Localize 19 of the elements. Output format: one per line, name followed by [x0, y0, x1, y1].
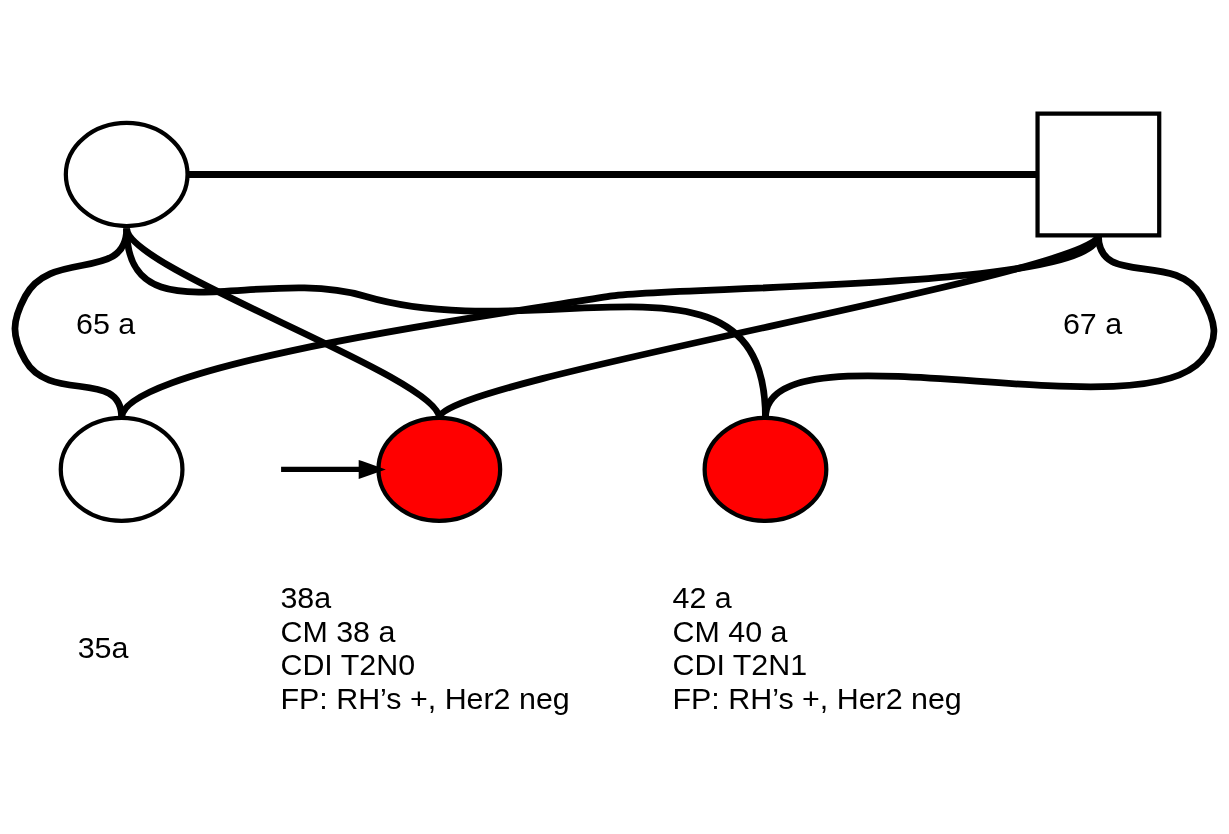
node-circle: [376, 415, 503, 524]
node-label: FP: RH’s +, Her2 neg: [672, 681, 962, 716]
node-label: CDI T2N0: [280, 647, 416, 682]
node-label: CM 38 a: [280, 613, 396, 648]
node-label: FP: RH’s +, Her2 neg: [280, 681, 570, 716]
connector: [187, 171, 1038, 178]
node-label: 42 a: [672, 579, 732, 614]
node-circle: [58, 415, 185, 524]
connector: [123, 228, 769, 419]
arrow: [281, 459, 386, 479]
node-label: 38a: [280, 579, 332, 614]
node-label: 65 a: [75, 306, 136, 341]
node-circle: [702, 415, 829, 524]
node-label: 67 a: [1062, 306, 1123, 341]
node-label: 35a: [77, 630, 129, 665]
node-label: CM 40 a: [672, 613, 788, 648]
node-box: [1035, 111, 1162, 238]
node-label: CDI T2N1: [672, 647, 808, 682]
node-circle: [63, 120, 190, 229]
